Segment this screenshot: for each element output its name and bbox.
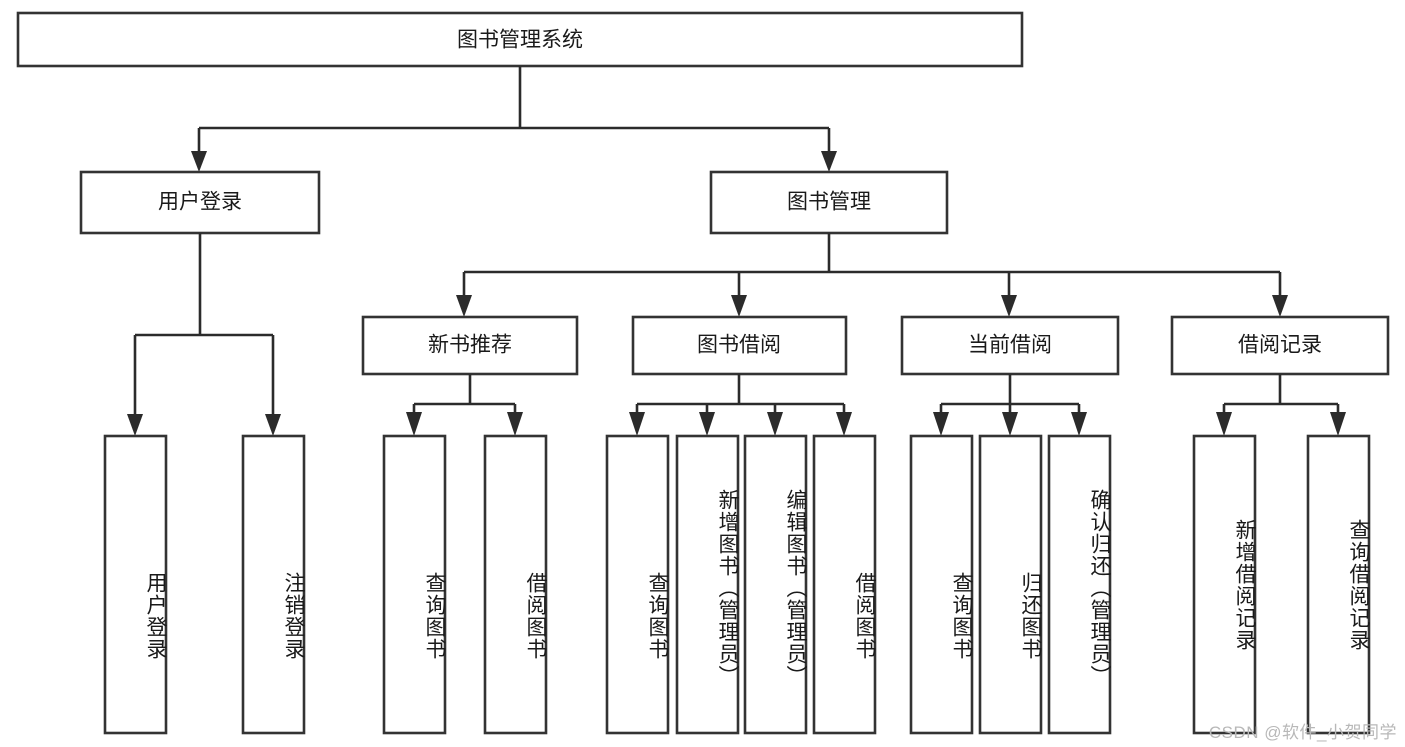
node-current-borrow-box[interactable] — [900, 315, 1120, 376]
node-book-management-box[interactable] — [709, 170, 949, 235]
arrow-bookmgmt-child-2 — [731, 295, 747, 317]
arrow-bookborrow-leaf-1 — [629, 412, 645, 436]
leaf-box-user-login-1[interactable] — [103, 434, 168, 735]
leaf-box-book-borrow-4[interactable] — [812, 434, 877, 735]
arrow-newbook-leaf-1 — [406, 412, 422, 436]
node-borrow-record-box[interactable] — [1170, 315, 1390, 376]
arrow-currentborrow-leaf-3 — [1071, 412, 1087, 436]
node-new-book-box[interactable] — [361, 315, 579, 376]
leaf-box-book-borrow-2[interactable] — [675, 434, 740, 735]
node-book-borrow-label: 图书借阅 — [697, 334, 781, 357]
arrow-currentborrow-leaf-2 — [1002, 412, 1018, 436]
arrow-borrowrecord-leaf-2 — [1330, 412, 1346, 436]
arrow-userlogin-leaf-1 — [127, 414, 143, 436]
leaf-box-borrow-record-2[interactable] — [1306, 434, 1371, 735]
leaf-box-user-login-2[interactable] — [241, 434, 306, 735]
leaf-box-new-book-2[interactable] — [483, 434, 548, 735]
arrow-bookborrow-leaf-2 — [699, 412, 715, 436]
node-book-management-label: 图书管理 — [787, 191, 871, 214]
leaf-box-current-borrow-1[interactable] — [909, 434, 974, 735]
node-root-box[interactable] — [16, 11, 1024, 68]
leaf-box-borrow-record-1[interactable] — [1192, 434, 1257, 735]
arrow-bookborrow-leaf-4 — [836, 412, 852, 436]
arrow-currentborrow-leaf-1 — [933, 412, 949, 436]
arrow-newbook-leaf-2 — [507, 412, 523, 436]
node-current-borrow-label: 当前借阅 — [968, 334, 1052, 357]
arrow-bookborrow-leaf-3 — [767, 412, 783, 436]
node-root-label: 图书管理系统 — [457, 29, 583, 52]
csdn-watermark: CSDN @软件_小贺同学 — [1208, 723, 1397, 742]
arrow-bookmgmt-child-4 — [1272, 295, 1288, 317]
arrow-borrowrecord-leaf-1 — [1216, 412, 1232, 436]
leaf-box-book-borrow-1[interactable] — [605, 434, 670, 735]
arrow-root-to-userlogin — [191, 151, 207, 172]
arrow-bookmgmt-child-1 — [456, 295, 472, 317]
node-new-book-label: 新书推荐 — [428, 334, 512, 357]
arrow-bookmgmt-child-3 — [1001, 295, 1017, 317]
node-user-login-label: 用户登录 — [158, 191, 242, 214]
arrow-userlogin-leaf-2 — [265, 414, 281, 436]
leaf-box-current-borrow-2[interactable] — [978, 434, 1043, 735]
node-book-borrow-box[interactable] — [631, 315, 848, 376]
leaf-box-new-book-1[interactable] — [382, 434, 447, 735]
arrow-root-to-bookmgmt — [821, 151, 837, 172]
leaf-box-book-borrow-3[interactable] — [743, 434, 808, 735]
leaf-box-current-borrow-3[interactable] — [1047, 434, 1112, 735]
node-borrow-record-label: 借阅记录 — [1238, 334, 1322, 357]
